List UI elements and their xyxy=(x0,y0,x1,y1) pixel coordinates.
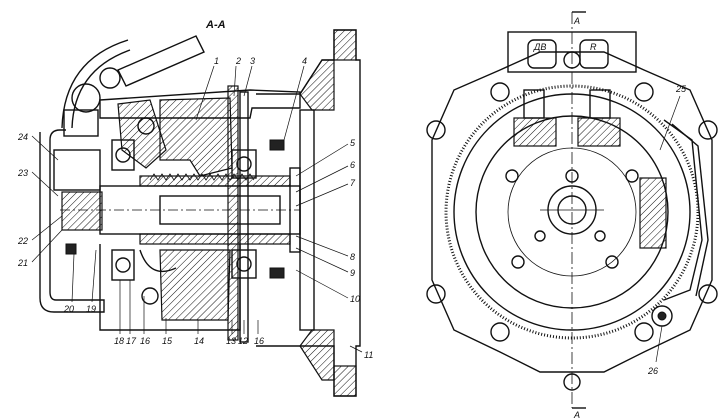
section-view: А-А xyxy=(17,19,373,397)
label-13: 13 xyxy=(226,336,236,346)
label-5: 5 xyxy=(350,138,356,148)
label-8: 8 xyxy=(350,252,355,262)
leader-lines xyxy=(31,65,363,353)
plate-bolts xyxy=(505,169,639,269)
label-23: 23 xyxy=(17,168,28,178)
end-cover xyxy=(39,129,105,313)
terminal-block xyxy=(507,31,637,73)
label-7: 7 xyxy=(350,178,356,188)
label-14: 14 xyxy=(194,336,204,346)
front-view: А А xyxy=(426,11,718,420)
terminal-label-dv: ДВ xyxy=(533,42,546,52)
terminal-label-r: R xyxy=(590,42,597,52)
cut-letter-bottom: А xyxy=(573,410,580,420)
label-16a: 16 xyxy=(140,336,150,346)
lever-handle xyxy=(117,35,205,87)
label-2: 2 xyxy=(235,56,241,66)
label-15: 15 xyxy=(162,336,173,346)
side-assembly xyxy=(639,177,667,249)
brush-holder-right xyxy=(577,117,621,147)
label-26: 26 xyxy=(647,366,658,376)
rotor-hatched xyxy=(159,97,233,177)
label-6: 6 xyxy=(350,160,355,170)
label-12: 12 xyxy=(238,336,248,346)
bearing-top-left xyxy=(111,139,135,171)
label-3: 3 xyxy=(250,56,255,66)
graduated-ring xyxy=(444,84,700,340)
bearing-bottom-left xyxy=(111,249,135,281)
label-21: 21 xyxy=(17,258,28,268)
label-9: 9 xyxy=(350,268,355,278)
label-4: 4 xyxy=(302,56,307,66)
plate xyxy=(227,85,239,341)
label-16b: 16 xyxy=(254,336,264,346)
section-title: А-А xyxy=(205,19,226,31)
label-11: 11 xyxy=(364,350,373,360)
label-18: 18 xyxy=(114,336,124,346)
mounting-flange xyxy=(431,51,713,373)
label-19: 19 xyxy=(86,304,96,314)
label-25: 25 xyxy=(675,84,687,94)
label-10: 10 xyxy=(350,294,360,304)
hex-nut xyxy=(63,109,99,137)
brush-holder-left xyxy=(513,117,557,147)
label-24: 24 xyxy=(17,132,28,142)
label-1: 1 xyxy=(214,56,219,66)
inner-plate xyxy=(475,115,669,309)
cut-letter-top: А xyxy=(573,16,580,26)
cam-hatched xyxy=(117,99,167,169)
label-22: 22 xyxy=(17,236,28,246)
label-20: 20 xyxy=(63,304,74,314)
label-17: 17 xyxy=(126,336,137,346)
